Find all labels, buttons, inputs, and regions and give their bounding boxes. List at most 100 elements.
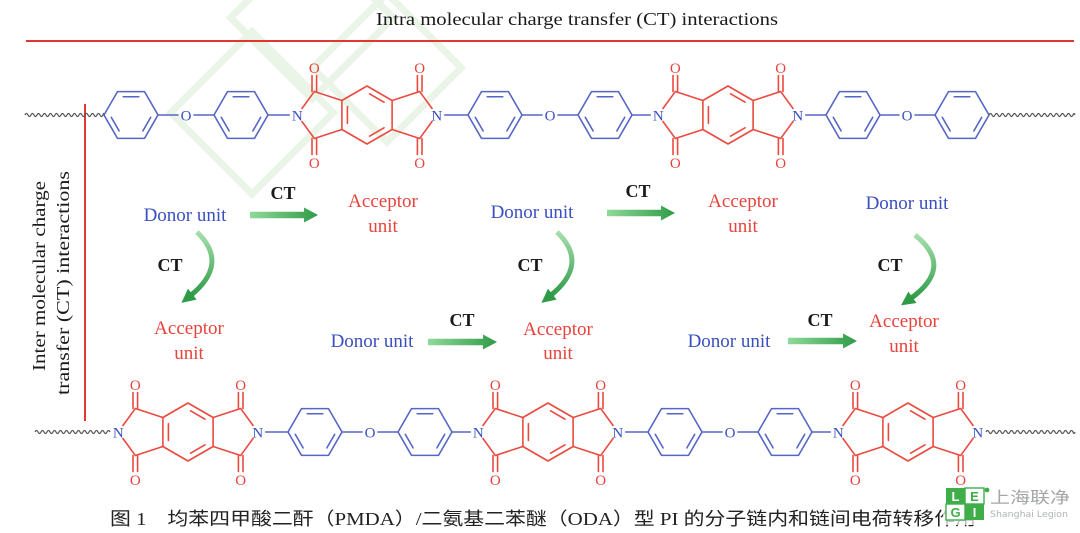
- ct-label: CT: [449, 310, 474, 330]
- imide-ring-bond: [932, 407, 962, 419]
- inter-ct-title-line1: Inter molecular charge: [29, 181, 49, 371]
- imide-ring-bond: [842, 437, 857, 457]
- carbonyl-oxygen-label: O: [130, 378, 141, 394]
- ct-label: CT: [625, 181, 650, 201]
- carbonyl-oxygen-label: O: [309, 61, 320, 77]
- ct-arrow-curved: [901, 233, 937, 306]
- imide-ring-bond: [779, 120, 794, 140]
- polymer-chain-end-squiggle: [34, 429, 111, 435]
- ct-label: CT: [517, 255, 542, 275]
- aromatic-double-bond: [368, 126, 385, 137]
- imide-ring-bond: [779, 90, 794, 110]
- figure-caption: 图 1 均苯四甲酸二酐（PMDA）/二氨基二苯醚（ODA）型 PI 的分子链内和…: [110, 509, 976, 529]
- carbonyl-oxygen-label: O: [309, 156, 320, 172]
- benzene-ring: [934, 90, 990, 140]
- imide-ring-bond: [313, 90, 343, 102]
- imide-ring-bond: [674, 90, 704, 102]
- imide-ring-bond: [959, 437, 974, 457]
- donor-unit-label: Donor unit: [866, 193, 950, 214]
- ct-arrow-straight: [250, 207, 318, 223]
- imide-ring-bond: [662, 120, 677, 140]
- pmda-central-ring: [882, 402, 934, 462]
- imide-ring-bond: [134, 445, 164, 457]
- donor-unit-label: Donor unit: [491, 202, 575, 223]
- nitrogen-atom-label: N: [653, 109, 664, 125]
- aromatic-double-bond: [654, 433, 664, 449]
- imide-ring-bond: [674, 128, 704, 140]
- imide-ring-bond: [494, 445, 524, 457]
- watermark-diamond: [225, 0, 399, 104]
- carbonyl-oxygen-label: O: [670, 156, 681, 172]
- imide-ring-right: NOO: [752, 61, 803, 172]
- carbonyl-oxygen-label: O: [130, 473, 141, 489]
- benzene-ring-outline: [825, 90, 881, 140]
- nitrogen-atom-label: N: [612, 426, 623, 442]
- aromatic-double-bond: [584, 116, 594, 132]
- ct-label: CT: [807, 310, 832, 330]
- nitrogen-atom-label: N: [431, 109, 442, 125]
- logo-tile: [946, 488, 965, 504]
- imide-ring-right: NOO: [572, 378, 623, 489]
- logo-tile: [965, 504, 984, 520]
- carbonyl-oxygen-label: O: [490, 473, 501, 489]
- ether-oxygen-label: O: [725, 426, 736, 442]
- aromatic-double-bond: [220, 116, 230, 132]
- aromatic-double-bond: [796, 433, 806, 449]
- logo-name-en: Shanghai Legion: [990, 510, 1068, 520]
- aromatic-double-bond: [404, 433, 414, 449]
- aromatic-double-bond: [832, 116, 842, 132]
- acceptor-unit-label: unit: [543, 343, 573, 364]
- logo-letter: I: [973, 505, 977, 520]
- imide-ring-bond: [301, 90, 316, 110]
- benzene-ring-outline: [213, 90, 269, 140]
- benzene-ring: [213, 90, 269, 140]
- intra-ct-title: Intra molecular charge transfer (CT) int…: [376, 9, 778, 30]
- acceptor-unit-label: unit: [728, 216, 758, 237]
- watermark-diamond: [165, 26, 339, 199]
- aromatic-double-bond: [474, 116, 484, 132]
- carbonyl-oxygen-label: O: [414, 61, 425, 77]
- nitrogen-atom-label: N: [473, 426, 484, 442]
- pmda-central-ring: [702, 85, 754, 145]
- imide-ring-right: NOO: [932, 378, 983, 489]
- aromatic-double-bond: [729, 93, 746, 104]
- logo-name-cn: 上海联净: [990, 488, 1070, 507]
- carbonyl-oxygen-label: O: [955, 378, 966, 394]
- benzene-ring-outline: [934, 90, 990, 140]
- aromatic-double-bond: [189, 410, 206, 421]
- polymer-chain-end-squiggle: [24, 112, 105, 118]
- benzene-ring: [757, 407, 813, 457]
- imide-ring-bond: [122, 407, 137, 427]
- aromatic-double-bond: [294, 433, 304, 449]
- ct-label: CT: [877, 255, 902, 275]
- imide-ring-left: NOO: [292, 61, 343, 172]
- carbonyl-oxygen-label: O: [490, 378, 501, 394]
- imide-ring-bond: [418, 90, 433, 110]
- donor-unit-label: Donor unit: [331, 331, 415, 352]
- ct-label: CT: [270, 183, 295, 203]
- imide-ring-left: N O O: [473, 378, 524, 489]
- carbonyl-oxygen-label: O: [955, 473, 966, 489]
- benzene-ring: [397, 407, 453, 457]
- benzene-ring-outline: [287, 407, 343, 457]
- aromatic-double-bond: [729, 126, 746, 137]
- inter-ct-title-line2: transfer (CT) interactions: [53, 171, 74, 395]
- imide-ring-bond: [959, 407, 974, 427]
- aromatic-double-bond: [110, 116, 120, 132]
- imide-ring-bond: [599, 407, 614, 427]
- carbonyl-oxygen-label: O: [235, 473, 246, 489]
- aromatic-double-bond: [549, 410, 566, 421]
- acceptor-unit-label: Acceptor: [348, 191, 418, 212]
- acceptor-unit-label: unit: [889, 336, 919, 357]
- imide-ring-bond: [599, 437, 614, 457]
- nitrogen-atom-label: N: [252, 426, 263, 442]
- carbonyl-oxygen-label: O: [775, 156, 786, 172]
- imide-ring-left: NOO: [833, 378, 884, 489]
- carbonyl-oxygen-label: O: [775, 61, 786, 77]
- imide-ring-bond: [752, 128, 782, 140]
